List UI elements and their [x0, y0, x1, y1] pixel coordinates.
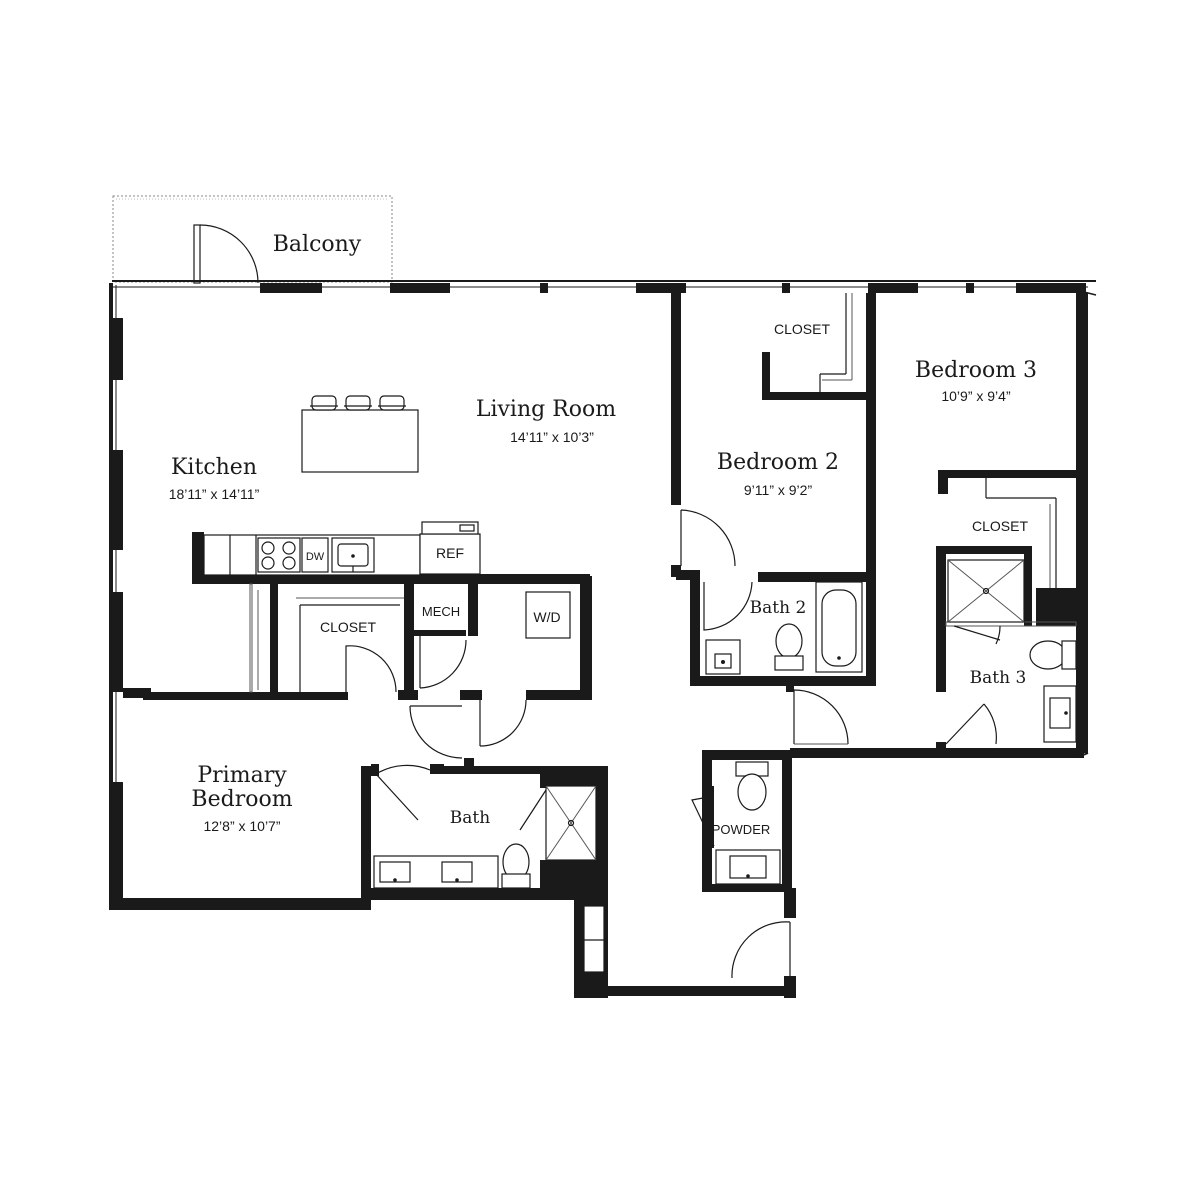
mech-label: MECH: [422, 604, 460, 619]
bedroom3-walls: [790, 293, 1089, 758]
bedroom2-label: Bedroom 2: [717, 450, 839, 475]
bedroom3-label: Bedroom 3: [915, 358, 1037, 383]
kitchen-label: Kitchen: [171, 455, 257, 480]
wall-kitchen-bottom: [123, 688, 418, 700]
powder-fixtures: [691, 761, 781, 885]
kitchen-island: [301, 395, 419, 473]
kitchen-sink-icon: [331, 537, 375, 573]
living-room-dims: 14’11” x 10’3”: [510, 429, 594, 445]
bedroom3-dims: 10’9” x 9’4”: [941, 388, 1011, 404]
primary-closet: [249, 583, 404, 693]
bath3-label: Bath 3: [970, 668, 1027, 688]
entry-door: [731, 921, 791, 979]
bath3-fixtures: [945, 559, 1077, 745]
balcony-door: [193, 224, 259, 284]
balcony-label: Balcony: [273, 232, 362, 257]
dw-label: DW: [306, 551, 325, 563]
powder-walls: [702, 750, 792, 892]
entry-walls: [574, 886, 796, 998]
primary-bath-fixtures: [373, 764, 597, 889]
bath2-label: Bath 2: [750, 598, 807, 618]
bath-label: Bath: [450, 808, 490, 828]
window-line-top: [112, 280, 1097, 296]
bedroom2-door: [680, 509, 736, 567]
closet-bedroom2-label: CLOSET: [774, 321, 830, 337]
hall-doors: [409, 699, 527, 759]
primary-bedroom-dims: 12’8” x 10’7”: [203, 818, 280, 834]
bath2-fixtures: [703, 581, 863, 675]
primary-bedroom-label-line2: Bedroom: [191, 787, 292, 812]
kitchen-dims: 18’11” x 14’11”: [169, 486, 260, 502]
primary-bedroom-label-line1: Primary: [197, 763, 287, 788]
cooktop-icon: [257, 537, 301, 573]
bedroom2-dims: 9’11” x 9’2”: [744, 482, 813, 498]
dishwasher: DW: [301, 537, 329, 573]
refrigerator: REF: [419, 521, 481, 575]
bedroom2-walls: [671, 293, 876, 692]
wd-label: W/D: [533, 609, 560, 625]
powder-label: POWDER: [712, 822, 771, 837]
bath2-hall-door: [793, 689, 849, 745]
window-mullions-top: [260, 283, 1086, 293]
wall-exterior-left: [109, 283, 123, 910]
kitchen-counter-wall: [192, 532, 590, 584]
mech-wd-walls: [404, 576, 592, 700]
living-room-label: Living Room: [476, 397, 616, 422]
primary-walls: [109, 758, 608, 910]
closet-primary-label: CLOSET: [320, 619, 376, 635]
mech-door: [419, 636, 467, 689]
closet-bedroom3-label: CLOSET: [972, 518, 1028, 534]
ref-label: REF: [436, 545, 464, 561]
